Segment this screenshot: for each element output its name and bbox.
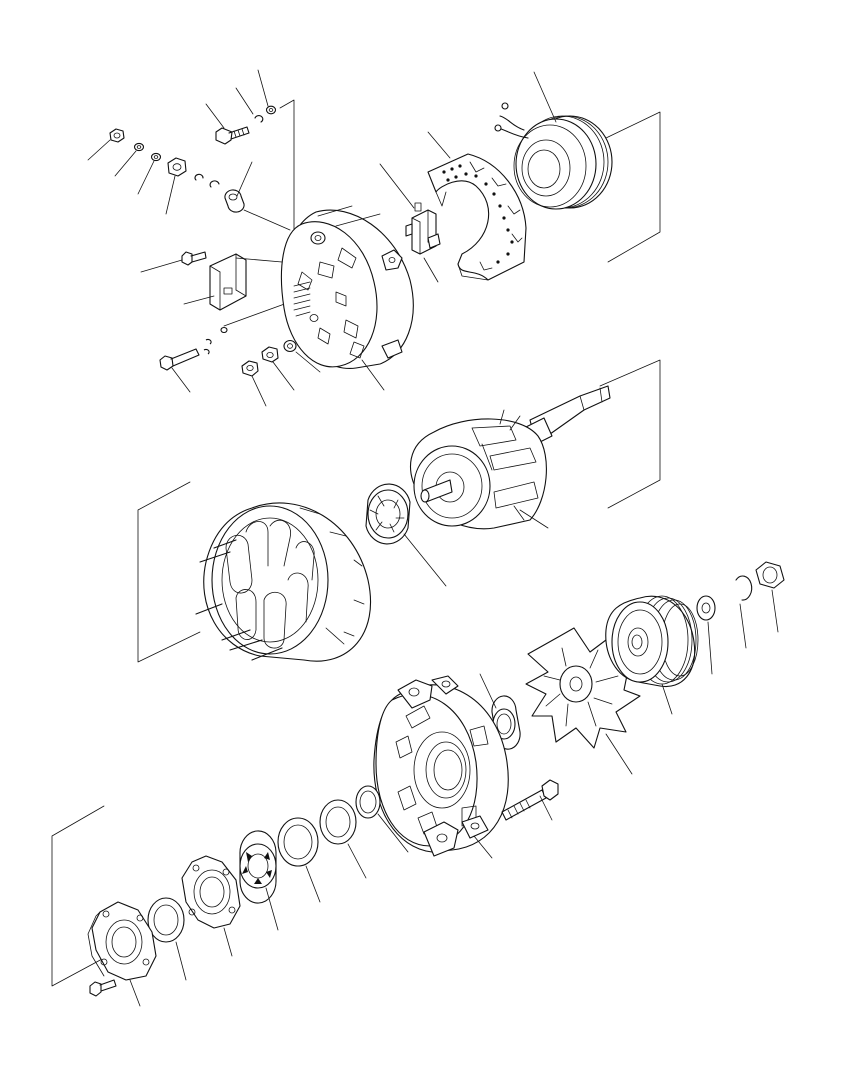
terminal-nut bbox=[165, 157, 187, 215]
pulley-nut bbox=[755, 561, 785, 633]
rear-housing bbox=[280, 205, 414, 391]
group-bracket-stator bbox=[137, 481, 201, 663]
rear-cover-washer-top bbox=[114, 142, 145, 177]
rear-nut-second bbox=[261, 346, 295, 391]
terminal-spring-washer bbox=[235, 87, 264, 123]
brush-holder bbox=[379, 163, 441, 283]
condenser-plate bbox=[183, 253, 291, 334]
pulley-washer bbox=[696, 595, 716, 675]
rear-nut-lower bbox=[241, 360, 267, 407]
cover-plate-screw bbox=[89, 979, 117, 997]
seal-ring bbox=[319, 799, 367, 879]
front-housing bbox=[373, 675, 509, 859]
rear-cover-screw bbox=[140, 251, 207, 273]
rear-bearing bbox=[365, 483, 447, 587]
rotor bbox=[409, 385, 611, 530]
group-bracket-front bbox=[51, 805, 105, 987]
insulator-bushing bbox=[224, 161, 291, 231]
terminal-flat-washer bbox=[257, 69, 277, 115]
retainer-ring bbox=[147, 897, 187, 981]
rear-cover-nut-top bbox=[87, 128, 125, 161]
terminal-bolt bbox=[205, 103, 250, 145]
group-bracket-rotor bbox=[599, 359, 661, 509]
rectifier-assembly bbox=[427, 131, 527, 281]
stator-coil-top bbox=[494, 71, 613, 210]
through-bolt-rear bbox=[159, 338, 212, 393]
stator bbox=[195, 502, 372, 662]
terminal-washer-pair bbox=[194, 173, 220, 188]
bearing-retainer bbox=[181, 855, 241, 957]
front-bearing bbox=[239, 830, 279, 931]
collar-ring bbox=[277, 817, 321, 903]
group-bracket-upper-right bbox=[605, 111, 661, 263]
pulley bbox=[605, 595, 699, 715]
pulley-spring-washer bbox=[735, 575, 753, 649]
group-bracket-rear bbox=[279, 99, 295, 245]
rear-washer-lower bbox=[283, 339, 321, 373]
through-bolt-front bbox=[501, 779, 559, 821]
rear-cover-lock-washer-top bbox=[137, 152, 162, 195]
bearing-cover-plate bbox=[87, 901, 157, 1007]
spacer-ring bbox=[355, 785, 409, 853]
